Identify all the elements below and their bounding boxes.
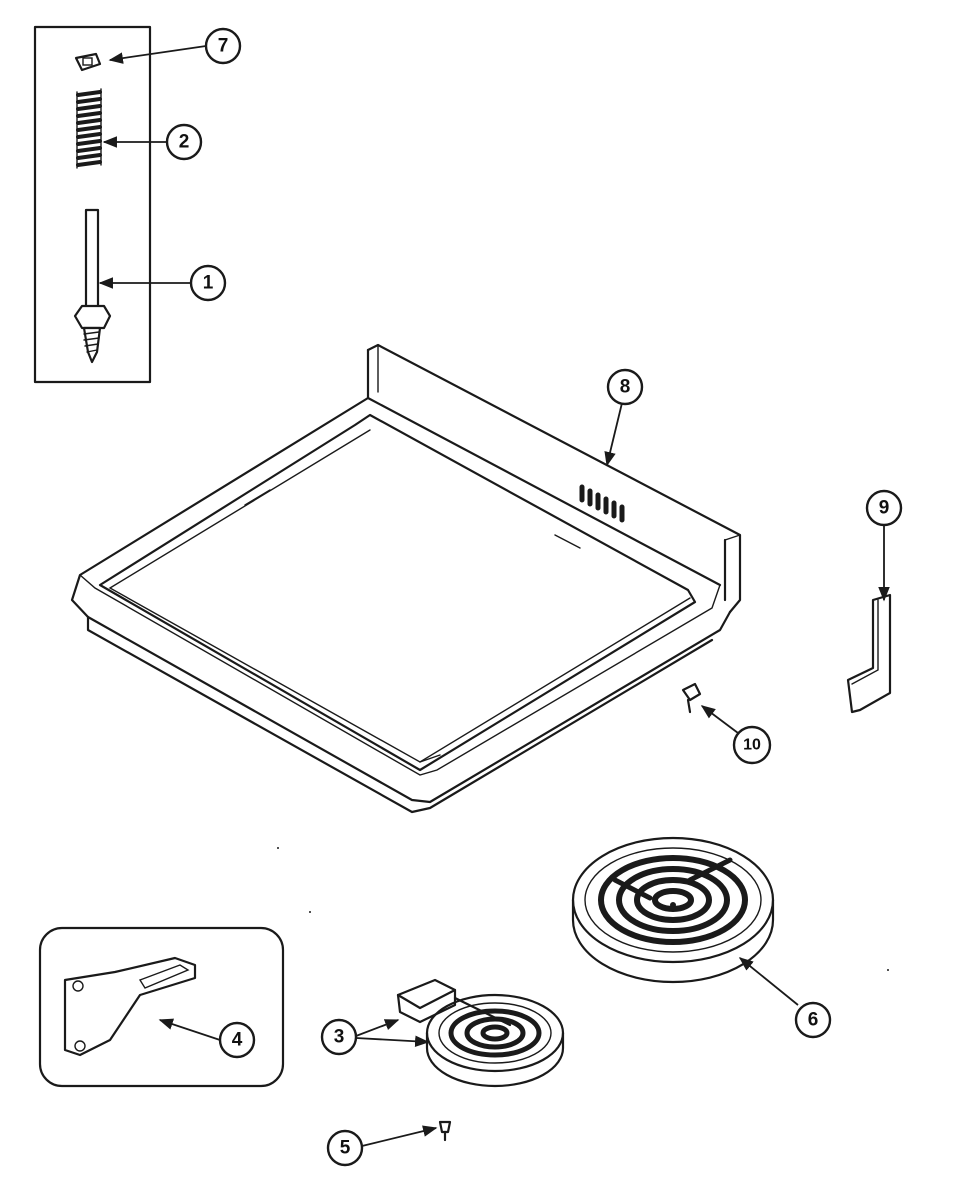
callout-2[interactable]: 2 — [165, 123, 203, 161]
callout-3-label: 3 — [334, 1027, 345, 1048]
background-specks — [277, 847, 889, 971]
callout-3[interactable]: 3 — [320, 1018, 358, 1056]
callout-8[interactable]: 8 — [606, 368, 644, 406]
part-6-large-element[interactable] — [571, 836, 775, 984]
leader-lines — [98, 45, 890, 1147]
callout-1[interactable]: 1 — [189, 264, 227, 302]
callout-4[interactable]: 4 — [218, 1021, 256, 1059]
inset-box-bracket — [38, 926, 285, 1088]
part-4-bracket[interactable] — [63, 956, 197, 1057]
callout-7[interactable]: 7 — [204, 27, 242, 65]
part-7-nut[interactable] — [74, 52, 102, 72]
callout-9[interactable]: 9 — [865, 489, 903, 527]
callout-6-label: 6 — [808, 1010, 819, 1031]
part-1-leveling-leg[interactable] — [73, 208, 112, 364]
part-9-trim[interactable] — [846, 593, 892, 714]
callout-5-label: 5 — [340, 1138, 351, 1159]
callout-10-label: 10 — [743, 737, 761, 754]
callout-10[interactable]: 10 — [732, 725, 772, 765]
inset-box-hardware — [33, 25, 152, 384]
callout-8-label: 8 — [620, 377, 631, 398]
part-3-small-element[interactable] — [396, 978, 565, 1088]
callout-4-label: 4 — [232, 1030, 243, 1051]
part-2-spring[interactable] — [76, 88, 102, 169]
callout-6[interactable]: 6 — [794, 1001, 832, 1039]
callout-9-label: 9 — [879, 498, 890, 519]
callout-7-label: 7 — [218, 36, 229, 57]
callout-5[interactable]: 5 — [326, 1129, 364, 1167]
callout-2-label: 2 — [179, 132, 190, 153]
callout-1-label: 1 — [203, 273, 214, 294]
part-8-cooktop[interactable] — [70, 343, 742, 814]
part-5-screw[interactable] — [438, 1120, 452, 1142]
part-10-clip[interactable] — [681, 682, 702, 714]
backguard-vents — [579, 484, 625, 523]
